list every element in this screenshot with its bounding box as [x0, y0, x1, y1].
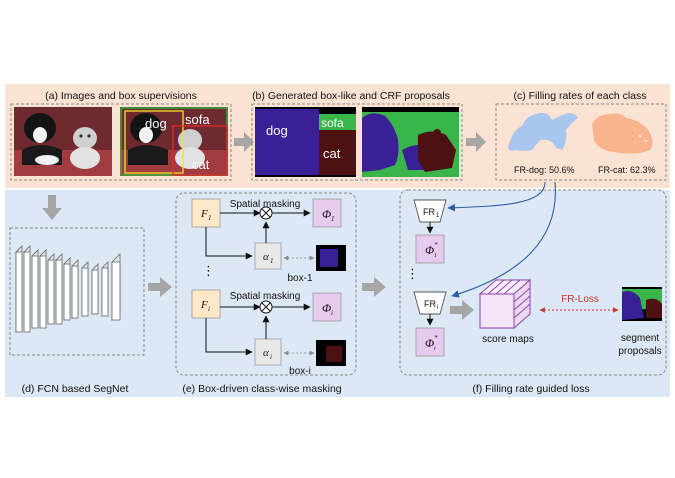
arrow-a-to-b: [234, 132, 254, 152]
fr-i-label: FR: [424, 299, 436, 309]
feature-f1: [191, 198, 221, 228]
svg-text:*: *: [434, 241, 438, 249]
photo-dog-cat-1: [14, 107, 112, 176]
alpha-i-box: [254, 338, 282, 366]
phi-1-box: [312, 198, 342, 228]
panel-c-frame: [495, 103, 667, 181]
svg-text:1: 1: [434, 253, 437, 259]
label-dog: dog: [145, 116, 167, 131]
spatial-masking-bottom: Spatial masking: [230, 291, 301, 302]
phi-i-hat-label: Φ: [425, 336, 434, 350]
score-maps-label: score maps: [482, 334, 534, 345]
arrow-f1-to-alpha1: [205, 227, 253, 260]
fr-loss-label: FR-Loss: [561, 294, 599, 305]
vdots-e: ⋮: [202, 263, 215, 278]
fr-1-label: FR: [423, 207, 435, 217]
blue-arrow-to-fri: [451, 181, 556, 298]
alpha-i-label: α: [263, 347, 269, 359]
caption-e: (e) Box-driven class-wise masking: [182, 383, 341, 395]
feature-f1-sub: 1: [208, 214, 212, 222]
phi-i-box: [312, 292, 342, 322]
phi-1-sub: 1: [331, 215, 335, 223]
panel-d-frame: [9, 227, 145, 356]
feature-fi: [191, 289, 221, 319]
arrow-e-to-f: [362, 277, 386, 297]
panel-e-frame: [175, 192, 357, 376]
crf-proposal: [362, 107, 459, 177]
blue-arrow-to-fr1: [447, 181, 546, 212]
label-sofa-b: sofa: [321, 116, 344, 130]
fr-cat: FR-cat: 62.3%: [598, 165, 656, 175]
fr-i-block: [413, 291, 447, 315]
segment-proposal-image: [622, 287, 662, 321]
label-cat-b: cat: [323, 146, 341, 161]
fr-dog: FR-dog: 50.6%: [514, 165, 575, 175]
caption-f: (f) Filling rate guided loss: [472, 383, 589, 395]
score-maps-cube: [478, 278, 532, 330]
arrow-to-score-maps: [450, 300, 474, 320]
fr-i-sub: i: [437, 305, 438, 311]
fr-1-sub: 1: [436, 213, 440, 219]
vdots-f: ⋮: [406, 266, 419, 281]
phi-1-hat-label: Φ: [425, 243, 434, 257]
spatial-masking-top: Spatial masking: [230, 199, 301, 210]
label-sofa: sofa: [185, 112, 210, 127]
cat-mask: [592, 113, 653, 154]
phi-i-hat-box: [415, 327, 445, 357]
box-dog: [124, 110, 184, 174]
caption-b: (b) Generated box-like and CRF proposals: [252, 90, 450, 102]
label-dog-b: dog: [266, 123, 288, 138]
svg-text:i: i: [434, 346, 436, 352]
alpha-1-box: [254, 242, 282, 270]
phi-1-hat-box: [415, 234, 445, 264]
caption-c: (c) Filling rates of each class: [513, 90, 646, 102]
arrow-fi-to-alphai: [205, 318, 253, 356]
segment-label-2: proposals: [618, 346, 661, 357]
box-like-proposal: dog sofa cat: [255, 107, 356, 177]
alpha-1-sub: 1: [270, 257, 274, 265]
box-1-label: box-1: [287, 273, 312, 284]
arrow-a-to-d: [42, 195, 62, 220]
panel-f-frame: [399, 189, 667, 376]
alpha-1-label: α: [263, 251, 269, 263]
box-i-label: box-i: [289, 366, 311, 377]
segment-label-1: segment: [621, 333, 660, 344]
arrow-b-to-c: [466, 132, 486, 152]
photo-dog-cat-boxed: dog sofa cat: [120, 107, 228, 176]
feature-fi-sub: i: [208, 305, 210, 313]
fcn-layer-faces: [15, 251, 121, 333]
dog-mask: [508, 112, 578, 151]
fr-1-block: [413, 199, 447, 223]
panel-b-frame: [251, 103, 463, 181]
feature-f1-label: F: [200, 208, 208, 220]
box-cat: [172, 125, 228, 176]
alpha-i-sub: i: [270, 353, 272, 361]
caption-a: (a) Images and box supervisions: [45, 90, 197, 102]
caption-d: (d) FCN based SegNet: [22, 383, 129, 395]
phi-i-label: Φ: [322, 301, 331, 315]
feature-fi-label: F: [200, 299, 208, 311]
panel-a-frame: [10, 103, 232, 181]
label-cat: cat: [192, 157, 210, 172]
svg-text:*: *: [434, 334, 438, 342]
arrow-d-to-e: [148, 277, 172, 297]
phi-1-label: Φ: [322, 207, 331, 221]
phi-i-sub: i: [331, 309, 333, 317]
